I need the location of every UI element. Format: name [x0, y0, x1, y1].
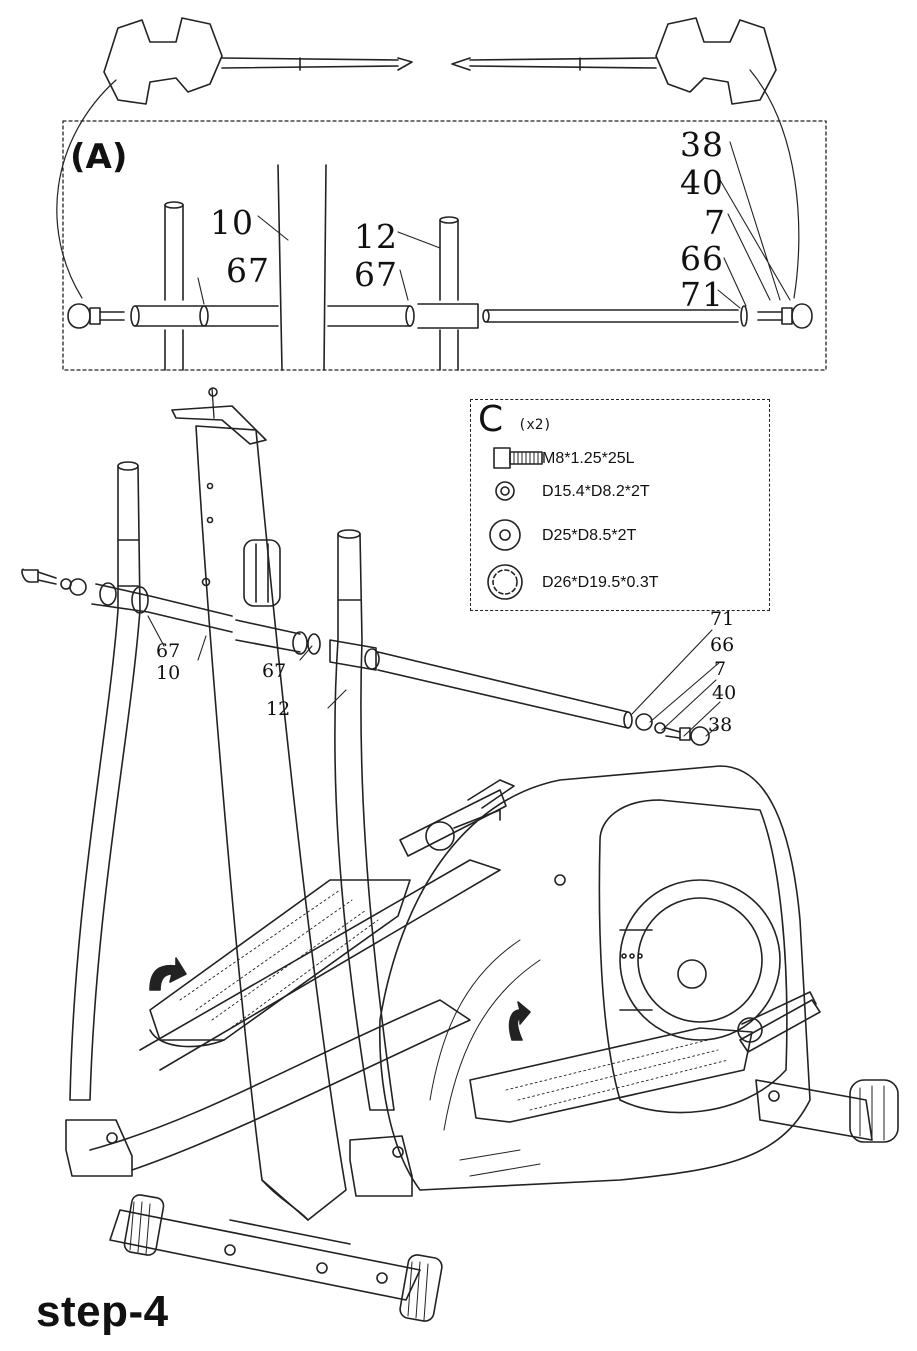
hardware-spec-bolt: M8*1.25*25L — [542, 450, 635, 467]
main-callout-12: 12 — [266, 698, 291, 720]
detail-callout-38: 38 — [680, 125, 724, 164]
main-callout-66: 66 — [710, 634, 735, 656]
detail-a-assembly — [67, 141, 813, 371]
detail-callout-71: 71 — [680, 275, 724, 314]
detail-callout-67-left: 67 — [226, 251, 270, 290]
detail-a-title: (A) — [70, 137, 128, 177]
hardware-code: C — [478, 399, 504, 440]
hardware-box-c — [470, 399, 770, 611]
hardware-spec-curved-washer: D26*D19.5*0.3T — [542, 574, 659, 591]
spring-washer-icon — [495, 481, 515, 501]
main-callout-7: 7 — [714, 658, 727, 680]
curved-washer-icon — [487, 564, 523, 600]
main-callout-10: 10 — [156, 662, 181, 684]
flat-washer-icon — [489, 519, 521, 551]
wrench-tool-right-icon — [451, 17, 777, 105]
detail-callout-67-right: 67 — [354, 255, 398, 294]
detail-callout-40: 40 — [680, 163, 724, 202]
detail-callout-66: 66 — [680, 239, 724, 278]
hardware-spec-flat-washer: D25*D8.5*2T — [542, 527, 637, 544]
hardware-spec-spring-washer: D15.4*D8.2*2T — [542, 483, 650, 500]
bolt-icon — [493, 447, 543, 469]
detail-callout-12: 12 — [354, 217, 398, 256]
detail-a-frame — [62, 120, 827, 371]
main-callout-40: 40 — [712, 682, 737, 704]
detail-callout-10: 10 — [210, 203, 254, 242]
main-callout-67-right: 67 — [262, 660, 287, 682]
wrench-tool-left-icon — [103, 17, 413, 105]
main-callout-67-left: 67 — [156, 640, 181, 662]
main-callout-71: 71 — [710, 608, 735, 630]
detail-callout-7: 7 — [704, 203, 726, 242]
elliptical-trainer — [21, 387, 899, 1322]
step-label: step-4 — [36, 1287, 169, 1336]
main-callout-38: 38 — [708, 714, 733, 736]
hardware-quantity: (x2) — [518, 417, 552, 433]
